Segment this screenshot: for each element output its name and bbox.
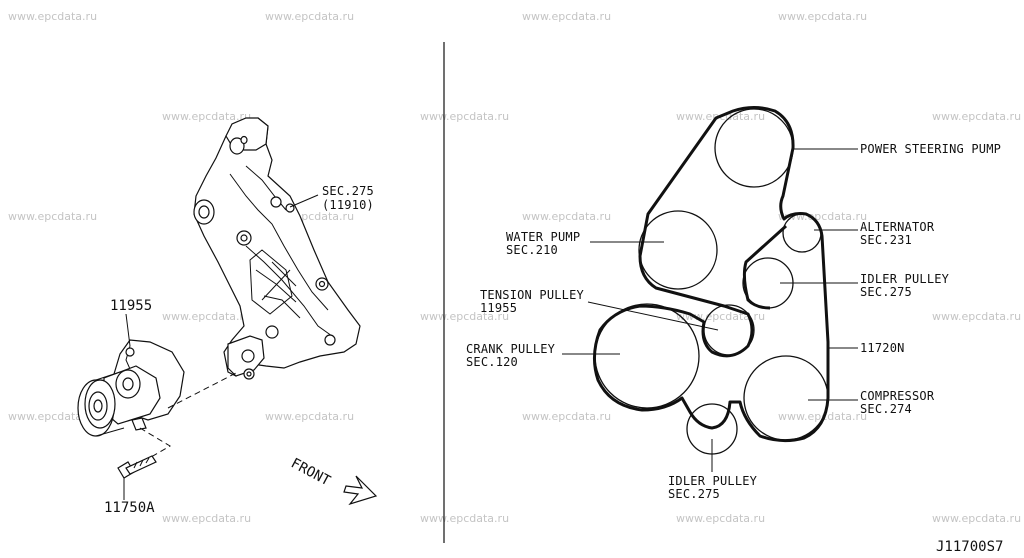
label-crank-pulley-sec: SEC.120 <box>466 355 518 369</box>
watermark: www.epcdata.ru <box>420 110 509 123</box>
bolt-part-number: 11750A <box>104 500 155 516</box>
watermark-layer: www.epcdata.ru www.epcdata.ru www.epcdat… <box>8 10 1021 525</box>
watermark: www.epcdata.ru <box>162 110 251 123</box>
bolt <box>117 455 157 500</box>
label-water-pump-sec: SEC.210 <box>506 243 558 257</box>
label-compressor-sec: SEC.274 <box>860 402 912 416</box>
tensioner-part-number: 11955 <box>110 298 152 314</box>
label-alternator: ALTERNATOR <box>860 220 935 234</box>
label-water-pump: WATER PUMP <box>506 230 580 244</box>
watermark: www.epcdata.ru <box>778 10 867 23</box>
label-compressor: COMPRESSOR <box>860 389 935 403</box>
watermark: www.epcdata.ru <box>778 410 867 423</box>
watermark: www.epcdata.ru <box>676 512 765 525</box>
diagram-code: J11700S7 <box>936 539 1003 555</box>
front-label: FRONT <box>288 455 333 489</box>
tensioner-assembly <box>77 313 239 461</box>
label-crank-pulley: CRANK PULLEY <box>466 342 556 356</box>
watermark: www.epcdata.ru <box>162 512 251 525</box>
watermark: www.epcdata.ru <box>522 210 611 223</box>
drive-belt <box>593 106 830 443</box>
leader-tension-pulley <box>587 301 719 331</box>
belt-routing <box>593 106 830 455</box>
watermark: www.epcdata.ru <box>265 10 354 23</box>
label-power-steering: POWER STEERING PUMP <box>860 142 1001 156</box>
water-pump-pulley <box>638 210 718 290</box>
watermark: www.epcdata.ru <box>522 410 611 423</box>
compressor-pulley <box>743 355 829 441</box>
watermark: www.epcdata.ru <box>932 310 1021 323</box>
watermark: www.epcdata.ru <box>8 10 97 23</box>
label-lower-idler-sec: SEC.275 <box>668 487 720 501</box>
watermark: www.epcdata.ru <box>8 410 97 423</box>
watermark: www.epcdata.ru <box>932 512 1021 525</box>
front-direction-arrow <box>343 475 378 506</box>
label-alternator-sec: SEC.231 <box>860 233 912 247</box>
label-tension-pulley-part: 11955 <box>480 301 517 315</box>
label-tension-pulley: TENSION PULLEY <box>480 288 585 302</box>
label-belt-part: 11720N <box>860 341 905 355</box>
watermark: www.epcdata.ru <box>162 310 251 323</box>
watermark: www.epcdata.ru <box>420 512 509 525</box>
watermark: www.epcdata.ru <box>522 10 611 23</box>
watermark: www.epcdata.ru <box>8 210 97 223</box>
bracket-label-line2: (11910) <box>322 198 374 212</box>
label-upper-idler: IDLER PULLEY <box>860 272 950 286</box>
watermark: www.epcdata.ru <box>932 110 1021 123</box>
label-lower-idler: IDLER PULLEY <box>668 474 758 488</box>
bracket-assembly <box>193 117 361 380</box>
label-upper-idler-sec: SEC.275 <box>860 285 912 299</box>
watermark: www.epcdata.ru <box>265 410 354 423</box>
watermark: www.epcdata.ru <box>420 310 509 323</box>
bracket-label-line1: SEC.275 <box>322 184 374 198</box>
